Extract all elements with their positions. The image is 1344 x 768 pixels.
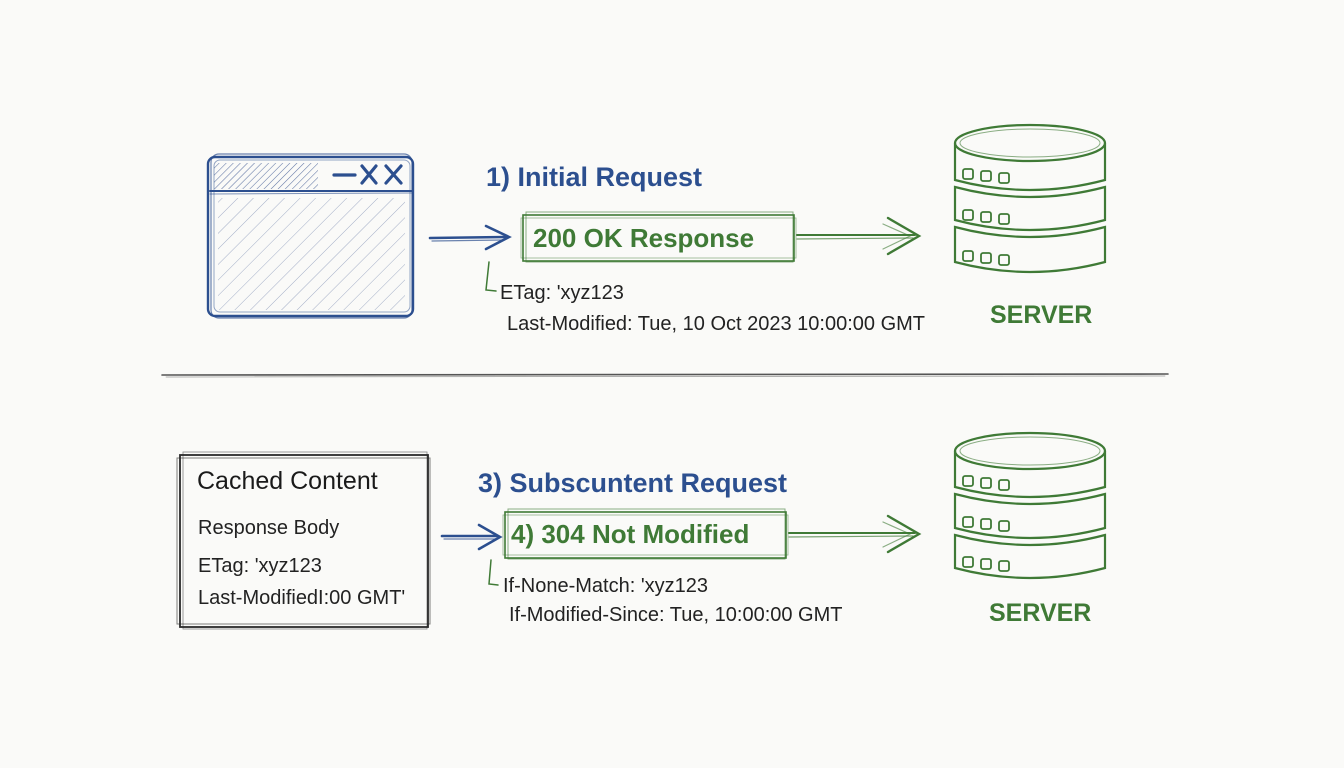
database-server-icon <box>953 123 1107 274</box>
browser-window-icon <box>206 153 415 319</box>
cached-content-box <box>176 451 431 630</box>
request-arrow <box>428 224 512 251</box>
response-label-304-not-modified: 4) 304 Not Modified <box>511 519 750 549</box>
conditional-header-bracket <box>488 559 499 586</box>
server-label: SERVER <box>990 301 1093 329</box>
header-line-if-none-match: If-None-Match: 'xyz123 <box>503 575 709 597</box>
header-bracket <box>485 261 497 292</box>
response-box <box>520 211 797 263</box>
header-line-last-modified: Last-Modified: Tue, 10 Oct 2023 10:00:00… <box>507 313 926 335</box>
step-title-initial-request: 1) Initial Request <box>486 162 703 192</box>
cached-etag: ETag: 'xyz123 <box>198 555 322 577</box>
cached-last-modified: Last-ModifiedI:00 GMT' <box>198 587 406 609</box>
response-label-200-ok: 200 OK Response <box>533 223 755 253</box>
server-label: SERVER <box>989 599 1092 627</box>
step-title-subsequent-request: 3) Subscuntent Request <box>478 468 788 498</box>
header-line-etag: ETag: 'xyz123 <box>500 282 624 304</box>
response-arrow <box>796 216 922 256</box>
conditional-request-arrow <box>440 523 503 551</box>
cached-response-body: Response Body <box>198 517 340 539</box>
section-divider <box>161 373 1169 378</box>
database-server-icon <box>953 431 1107 580</box>
header-line-if-modified-since: If-Modified-Since: Tue, 10:00:00 GMT <box>509 604 843 626</box>
not-modified-arrow <box>788 514 922 554</box>
cached-content-title: Cached Content <box>197 467 378 495</box>
not-modified-box <box>502 508 789 560</box>
